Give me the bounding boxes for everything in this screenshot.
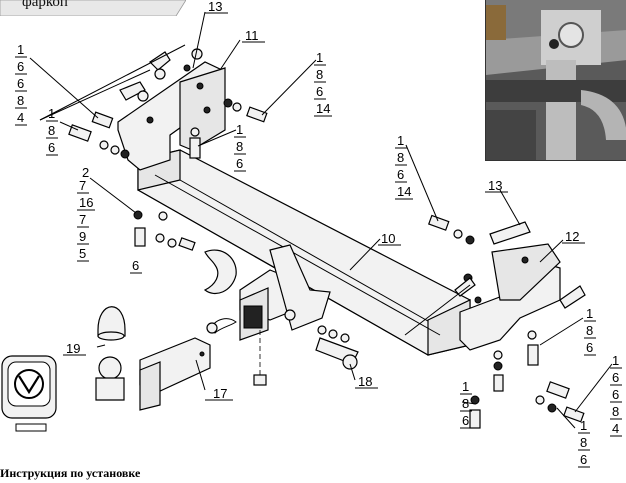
stack-right2-value: 6 [612, 387, 619, 402]
stack-left2-value: 9 [79, 229, 86, 244]
callout-numbers: 13 11 10 13 12 2 19 17 18 [63, 0, 585, 401]
stack-leftmid-value: 6 [48, 140, 55, 155]
callout-19: 19 [66, 341, 80, 356]
stack-right2-value: 1 [612, 353, 619, 368]
stack-left2b-value: 6 [132, 258, 139, 273]
stack-bot2-value: 6 [580, 452, 587, 467]
stack-left2-value: 7 [79, 212, 86, 227]
hitch-pin [206, 318, 237, 334]
header-tab-label: фаркоп [22, 0, 68, 10]
right-bracket [459, 221, 586, 351]
stack-leftmid-value: 1 [48, 106, 55, 121]
stack-topleft-value: 4 [17, 110, 24, 125]
stack-right2-value: 8 [612, 404, 619, 419]
ball-cap [97, 306, 126, 341]
stack-right2-value: 6 [612, 370, 619, 385]
stack-center-value: 1 [236, 122, 243, 137]
stack-right1-value: 1 [586, 306, 593, 321]
ball-mount [95, 337, 211, 411]
stack-bot2-value: 8 [580, 435, 587, 450]
stack-topright-value: 8 [316, 67, 323, 82]
stack-bot1-value: 1 [462, 379, 469, 394]
stack-center-value: 6 [236, 156, 243, 171]
instructions-title: Инструкция по установке [0, 466, 141, 480]
header-tab: фаркоп [0, 0, 186, 16]
vehicle-photo [485, 0, 626, 161]
crossbar-tube [137, 149, 471, 356]
callout-13-right: 13 [488, 178, 502, 193]
pin-bolt [315, 325, 359, 370]
callout-10: 10 [381, 231, 395, 246]
receiver-socket [239, 244, 331, 386]
stack-topright-value: 6 [316, 84, 323, 99]
leader-lines [29, 11, 613, 429]
stack-mid1-value: 1 [397, 133, 404, 148]
left-bolt-set [68, 48, 203, 159]
callout-17: 17 [213, 386, 227, 401]
callout-11: 11 [245, 28, 259, 43]
right-side-hardware [404, 214, 585, 429]
brand-logo-badge [1, 355, 57, 432]
stack-left2-value: 5 [79, 246, 86, 261]
stack-topleft-value: 6 [17, 59, 24, 74]
stack-topright-value: 1 [316, 50, 323, 65]
stack-mid1-value: 6 [397, 167, 404, 182]
stack-left2-value: 16 [79, 195, 93, 210]
callout-18: 18 [358, 374, 372, 389]
stack-center-value: 8 [236, 139, 243, 154]
stack-bot2-value: 1 [580, 418, 587, 433]
stack-left2-value: 7 [79, 178, 86, 193]
callout-13-left: 13 [208, 0, 222, 14]
stack-topleft-value: 1 [17, 42, 24, 57]
stack-bot1-value: 8 [462, 396, 469, 411]
stack-right1-value: 6 [586, 340, 593, 355]
stack-topleft-value: 8 [17, 93, 24, 108]
stack-leftmid-value: 8 [48, 123, 55, 138]
stack-right1-value: 8 [586, 323, 593, 338]
stack-right2-value: 4 [612, 421, 619, 436]
upper-bolts [189, 98, 268, 159]
stack-topleft-value: 6 [17, 76, 24, 91]
stack-mid1-value: 8 [397, 150, 404, 165]
stack-bot1-value: 6 [462, 413, 469, 428]
stack-mid1-value: 14 [397, 184, 411, 199]
left-side-hardware [133, 210, 237, 295]
callout-2: 2 [82, 165, 89, 180]
callout-12: 12 [565, 229, 579, 244]
stack-topright-value: 14 [316, 101, 330, 116]
